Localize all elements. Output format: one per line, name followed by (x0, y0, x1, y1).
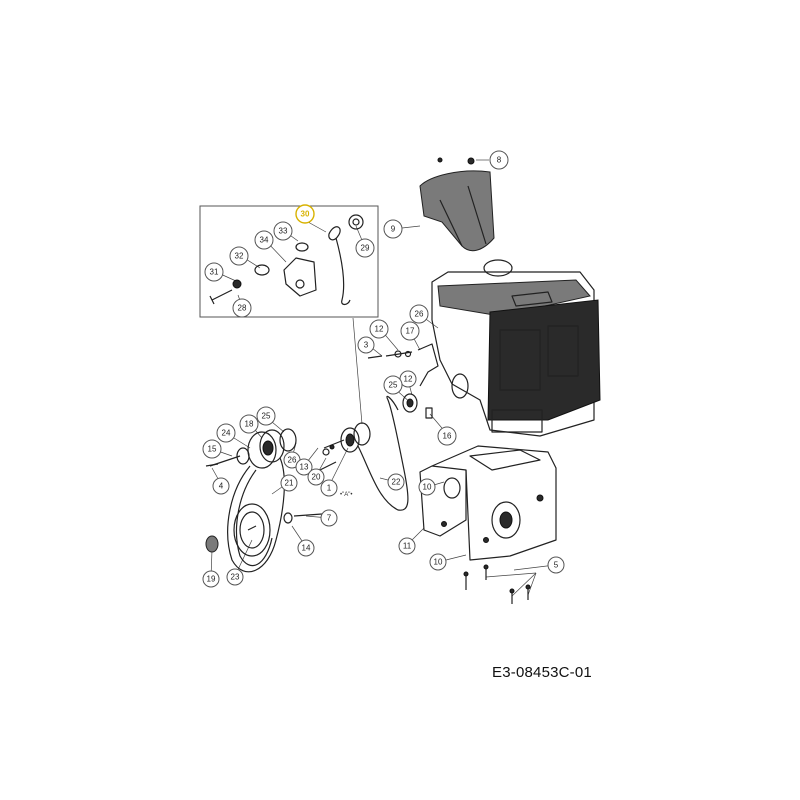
callout-12-upper[interactable]: 12 (369, 319, 389, 339)
svg-text:•"A"•: •"A"• (340, 492, 352, 498)
callout-26-lower[interactable]: 26 (283, 451, 301, 469)
svg-text:10: 10 (434, 558, 443, 567)
detail-inset-frame (199, 205, 379, 318)
svg-text:5: 5 (554, 561, 559, 570)
callout-31[interactable]: 31 (204, 262, 224, 282)
drive-belt (357, 395, 409, 511)
svg-text:17: 17 (406, 327, 415, 336)
svg-text:12: 12 (404, 375, 413, 384)
engine (431, 259, 601, 437)
callout-23[interactable]: 23 (226, 568, 244, 586)
callout-1[interactable]: 1 (320, 479, 338, 497)
callout-21[interactable]: 21 (280, 474, 298, 492)
callout-16[interactable]: 16 (437, 426, 457, 446)
washer-inset (254, 264, 270, 276)
spring-spacer (348, 214, 364, 230)
engine-pulley (402, 373, 469, 413)
callout-7[interactable]: 7 (320, 509, 338, 527)
svg-text:26: 26 (415, 310, 424, 319)
svg-text:15: 15 (208, 445, 217, 454)
svg-text:10: 10 (423, 483, 432, 492)
hardware-bolts: •"A"• (205, 355, 383, 498)
auger-pulley (209, 428, 297, 469)
callout-10-upper[interactable]: 10 (418, 478, 436, 496)
svg-text:24: 24 (222, 429, 231, 438)
svg-text:8: 8 (497, 156, 502, 165)
cover-screw (437, 157, 475, 165)
svg-text:25: 25 (389, 381, 398, 390)
pulley-key (425, 407, 433, 419)
svg-text:30: 30 (301, 210, 310, 219)
callout-15[interactable]: 15 (202, 439, 222, 459)
svg-text:21: 21 (285, 479, 294, 488)
idler-arm (283, 257, 317, 297)
callout-13[interactable]: 13 (295, 458, 313, 476)
callout-4[interactable]: 4 (212, 477, 230, 495)
callout-3[interactable]: 3 (357, 336, 375, 354)
callout-25-lower[interactable]: 25 (256, 406, 276, 426)
svg-text:32: 32 (235, 252, 244, 261)
callout-26-upper[interactable]: 26 (409, 304, 429, 324)
svg-text:12: 12 (375, 325, 384, 334)
callout-9[interactable]: 9 (383, 219, 403, 239)
callout-18[interactable]: 18 (239, 414, 259, 434)
svg-text:11: 11 (403, 542, 412, 551)
svg-text:29: 29 (361, 244, 370, 253)
callout-11[interactable]: 11 (398, 537, 416, 555)
callout-33[interactable]: 33 (273, 221, 293, 241)
callout-12-lower[interactable]: 12 (399, 370, 417, 388)
svg-text:22: 22 (392, 478, 401, 487)
callout-17[interactable]: 17 (400, 321, 420, 341)
callout-29[interactable]: 29 (355, 238, 375, 258)
svg-text:25: 25 (262, 412, 271, 421)
shoulder-bolt (209, 289, 233, 305)
svg-text:16: 16 (443, 432, 452, 441)
frame-bolts (463, 564, 531, 604)
svg-text:23: 23 (231, 573, 240, 582)
svg-text:26: 26 (288, 456, 297, 465)
callout-34[interactable]: 34 (254, 230, 274, 250)
callout-19[interactable]: 19 (202, 570, 220, 588)
bracket (385, 343, 439, 387)
hub-nut (205, 535, 219, 553)
svg-text:7: 7 (327, 514, 332, 523)
svg-text:34: 34 (260, 236, 269, 245)
callout-14[interactable]: 14 (297, 539, 315, 557)
callout-8[interactable]: 8 (489, 150, 509, 170)
svg-text:33: 33 (279, 227, 288, 236)
idler-spring (328, 226, 351, 306)
callout-32[interactable]: 32 (229, 246, 249, 266)
frame-housing (419, 445, 557, 561)
callout-30[interactable]: 30 (295, 204, 315, 224)
callout-22[interactable]: 22 (387, 473, 405, 491)
svg-text:18: 18 (245, 420, 254, 429)
belt-cover (419, 170, 495, 252)
svg-text:13: 13 (300, 463, 309, 472)
drawing-code-label: E3-08453C-01 (492, 664, 592, 681)
washer-bolt-7 (283, 512, 323, 524)
callout-25-upper[interactable]: 25 (383, 375, 403, 395)
callout-24[interactable]: 24 (216, 423, 236, 443)
callout-20[interactable]: 20 (307, 468, 325, 486)
svg-text:19: 19 (207, 575, 216, 584)
svg-text:20: 20 (312, 473, 321, 482)
svg-text:9: 9 (391, 225, 396, 234)
callout-10-lower[interactable]: 10 (429, 553, 447, 571)
svg-text:3: 3 (364, 341, 369, 350)
impeller-pulley (233, 503, 271, 557)
svg-text:31: 31 (210, 268, 219, 277)
callout-5[interactable]: 5 (547, 556, 565, 574)
svg-text:14: 14 (302, 544, 311, 553)
callout-bubbles: 8 9 30 29 33 34 32 31 28 12 17 26 3 12 2… (202, 150, 565, 588)
svg-text:4: 4 (219, 482, 224, 491)
bushing (295, 242, 309, 252)
callout-28[interactable]: 28 (232, 298, 252, 318)
locknut-inset (232, 279, 242, 289)
svg-text:1: 1 (327, 484, 332, 493)
svg-text:28: 28 (238, 304, 247, 313)
idler-pulley (322, 422, 371, 456)
impeller-belt (227, 457, 285, 573)
